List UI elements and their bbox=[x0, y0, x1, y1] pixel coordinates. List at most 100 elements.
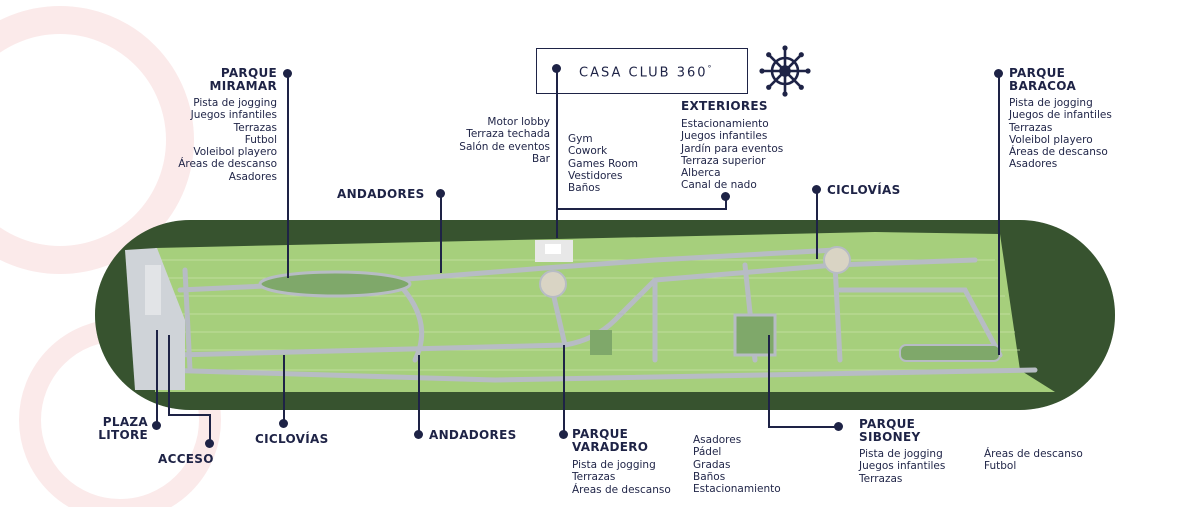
parque-baracoa-title-line: PARQUE bbox=[1009, 66, 1066, 80]
parque-siboney-item: Terrazas bbox=[859, 472, 903, 485]
parque-varadero-list-left: Pista de jogging Terrazas Áreas de desca… bbox=[572, 459, 671, 496]
exteriores-item: Juegos infantiles bbox=[681, 130, 768, 143]
parque-baracoa-item: Juegos de infantiles bbox=[1009, 109, 1112, 122]
parque-varadero-list-right: Asadores Pádel Gradas Baños Estacionamie… bbox=[693, 434, 781, 495]
parque-miramar-item: Juegos infantiles bbox=[190, 109, 277, 122]
ciclovias-top-label: CICLOVÍAS bbox=[827, 183, 901, 197]
parque-varadero-item: Baños bbox=[693, 470, 726, 483]
exteriores-item: Alberca bbox=[681, 167, 721, 180]
parque-baracoa-title: PARQUE BARACOA bbox=[1009, 67, 1076, 93]
parque-siboney-list-right: Áreas de descanso Futbol bbox=[984, 448, 1083, 473]
casa-club-item: Baños bbox=[568, 182, 601, 195]
parque-siboney-title-line: PARQUE bbox=[859, 417, 916, 431]
casa-club-item: Games Room bbox=[568, 157, 638, 170]
plaza-litore-title-line: LITORE bbox=[98, 428, 148, 442]
parque-miramar-item: Futbol bbox=[244, 133, 277, 146]
parque-varadero-title-line: PARQUE bbox=[572, 427, 629, 441]
plaza-litore-dot bbox=[152, 421, 161, 430]
ciclovias-bottom-label: CICLOVÍAS bbox=[255, 432, 329, 446]
plaza-litore-title-line: PLAZA bbox=[102, 415, 148, 429]
parque-siboney-item: Juegos infantiles bbox=[859, 460, 946, 473]
casa-club-item: Terraza techada bbox=[466, 128, 550, 141]
parque-siboney-dot bbox=[834, 422, 843, 431]
parque-baracoa-leader-line bbox=[998, 73, 1000, 355]
parque-baracoa-item: Voleibol playero bbox=[1009, 133, 1093, 146]
parque-siboney-leader-line-vertical bbox=[768, 335, 770, 427]
acceso-dot bbox=[205, 439, 214, 448]
casa-club-item: Vestidores bbox=[568, 169, 623, 182]
andadores-top-leader-line bbox=[440, 193, 442, 273]
casa-club-item: Motor lobby bbox=[487, 116, 550, 128]
casa-club-list-left: Motor lobby Terraza techada Salón de eve… bbox=[430, 116, 550, 165]
parque-siboney-item: Áreas de descanso bbox=[984, 448, 1083, 460]
parque-miramar-title-line: MIRAMAR bbox=[209, 79, 277, 93]
casa-club-leader-line bbox=[556, 68, 558, 238]
parque-baracoa-item: Áreas de descanso bbox=[1009, 146, 1108, 159]
parque-varadero-item: Pista de jogging bbox=[572, 459, 656, 471]
parque-baracoa-item: Pista de jogging bbox=[1009, 97, 1093, 109]
parque-miramar-item: Terrazas bbox=[233, 121, 277, 134]
parque-varadero-dot bbox=[559, 430, 568, 439]
exteriores-item: Terraza superior bbox=[681, 154, 766, 167]
parque-siboney-item: Futbol bbox=[984, 460, 1017, 473]
parque-miramar-title-line: PARQUE bbox=[220, 66, 277, 80]
casa-club-title-text: CASA CLUB 360 bbox=[579, 65, 708, 81]
parque-miramar-item: Pista de jogging bbox=[193, 97, 277, 109]
parque-varadero-item: Áreas de descanso bbox=[572, 483, 671, 496]
casa-club-item: Salón de eventos bbox=[459, 140, 550, 153]
parque-varadero-title: PARQUE VARADERO bbox=[572, 428, 648, 454]
parque-varadero-title-line: VARADERO bbox=[572, 440, 649, 454]
parque-siboney-leader-line-horizontal bbox=[768, 426, 838, 428]
exteriores-list: Estacionamiento Juegos infantiles Jardín… bbox=[681, 118, 783, 192]
parque-miramar-title: PARQUE MIRAMAR bbox=[170, 67, 277, 93]
parque-varadero-item: Terrazas bbox=[572, 471, 616, 484]
andadores-bottom-leader-line bbox=[418, 355, 420, 433]
parque-baracoa-item: Terrazas bbox=[1009, 121, 1053, 134]
plaza-litore-leader-line bbox=[156, 330, 158, 425]
parque-miramar-list: Pista de jogging Juegos infantiles Terra… bbox=[150, 97, 277, 183]
parque-siboney-title: PARQUE SIBONEY bbox=[859, 418, 921, 444]
parque-baracoa-item: Asadores bbox=[1009, 158, 1058, 171]
acceso-leader-line-drop bbox=[209, 414, 211, 442]
parque-miramar-item: Áreas de descanso bbox=[178, 158, 277, 171]
ship-wheel-icon bbox=[759, 45, 811, 97]
parque-miramar-leader-line bbox=[287, 73, 289, 278]
parque-siboney-title-line: SIBONEY bbox=[859, 430, 921, 444]
ciclovias-top-leader-line bbox=[816, 189, 818, 259]
parque-varadero-item: Pádel bbox=[693, 446, 722, 459]
parque-siboney-item: Pista de jogging bbox=[859, 448, 943, 460]
casa-club-title: CASA CLUB 360° bbox=[579, 64, 714, 80]
andadores-bottom-dot bbox=[414, 430, 423, 439]
exteriores-item: Canal de nado bbox=[681, 179, 757, 192]
parque-baracoa-list: Pista de jogging Juegos de infantiles Te… bbox=[1009, 97, 1112, 171]
casa-club-dot bbox=[552, 64, 561, 73]
exteriores-title: EXTERIORES bbox=[681, 99, 768, 113]
exteriores-item: Jardín para eventos bbox=[681, 142, 784, 155]
casa-club-box: CASA CLUB 360° bbox=[536, 45, 811, 97]
casa-club-item: Gym bbox=[568, 133, 593, 145]
exteriores-item: Estacionamiento bbox=[681, 118, 769, 130]
exteriores-dot bbox=[721, 192, 730, 201]
casa-club-item: Cowork bbox=[568, 145, 608, 158]
parque-varadero-item: Estacionamiento bbox=[693, 483, 781, 496]
parque-siboney-list-left: Pista de jogging Juegos infantiles Terra… bbox=[859, 448, 945, 485]
andadores-bottom-label: ANDADORES bbox=[429, 428, 517, 442]
parque-miramar-item: Voleibol playero bbox=[193, 146, 277, 159]
ciclovias-bottom-dot bbox=[279, 419, 288, 428]
parque-baracoa-title-line: BARACOA bbox=[1009, 79, 1077, 93]
casa-club-bracket-line bbox=[556, 208, 726, 210]
casa-club-degree: ° bbox=[707, 64, 714, 73]
master-plan-map bbox=[95, 220, 1115, 410]
acceso-leader-line-vertical bbox=[168, 335, 170, 415]
parque-varadero-item: Asadores bbox=[693, 434, 742, 446]
parque-varadero-item: Gradas bbox=[693, 458, 731, 471]
plaza-litore-title: PLAZA LITORE bbox=[90, 416, 148, 442]
casa-club-list-center: Gym Cowork Games Room Vestidores Baños bbox=[568, 133, 638, 194]
acceso-leader-line-horizontal bbox=[168, 414, 210, 416]
ciclovias-bottom-leader-line bbox=[283, 355, 285, 423]
exteriores-leader-line bbox=[725, 196, 727, 210]
casa-club-item: Bar bbox=[532, 152, 550, 165]
acceso-label: ACCESO bbox=[158, 452, 214, 466]
andadores-top-label: ANDADORES bbox=[337, 187, 425, 201]
parque-varadero-leader-line bbox=[563, 345, 565, 433]
